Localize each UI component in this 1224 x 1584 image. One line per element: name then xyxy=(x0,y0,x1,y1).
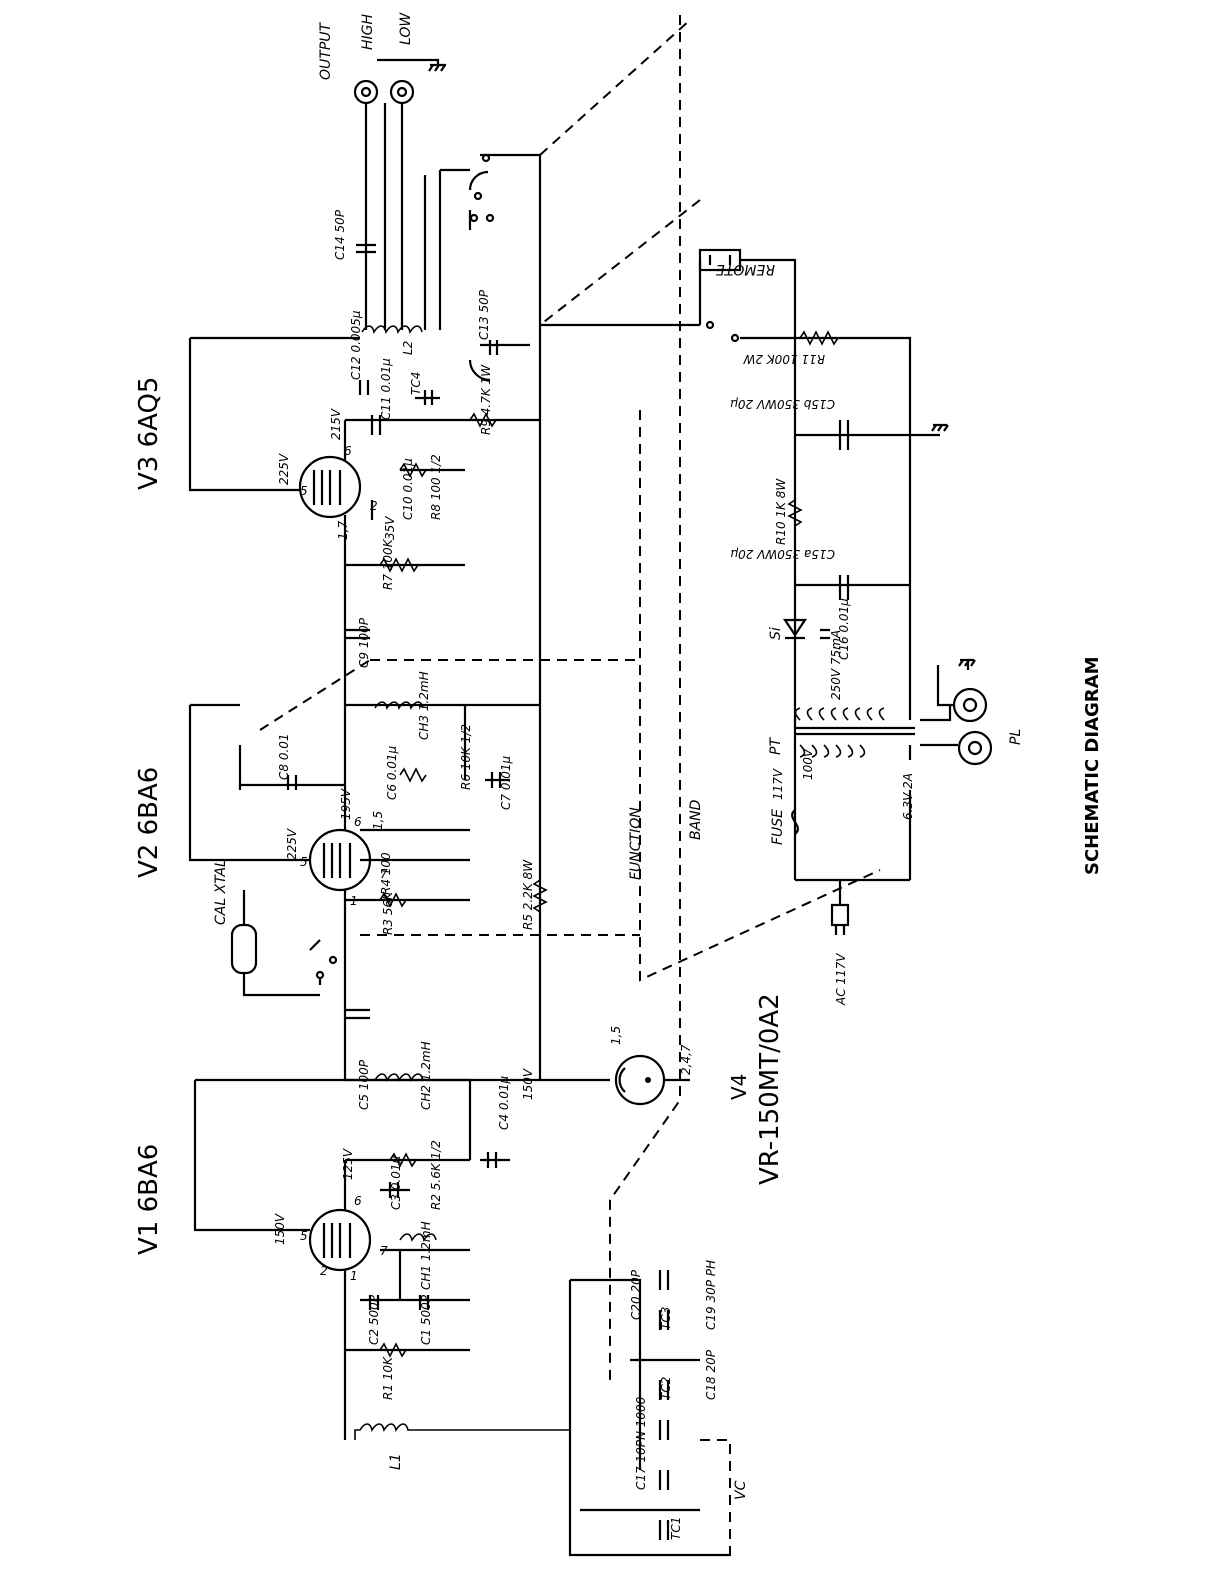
v1-title: V1 6BA6 xyxy=(134,1144,164,1255)
svg-text:OUTPUT: OUTPUT xyxy=(318,21,334,80)
svg-text:R11 100K 2W: R11 100K 2W xyxy=(742,352,825,366)
pilot-lamp-2 xyxy=(957,730,993,766)
svg-text:C17 10PN 1000: C17 10PN 1000 xyxy=(634,1396,648,1490)
svg-text:C8 0.01: C8 0.01 xyxy=(277,733,291,780)
svg-text:TC3: TC3 xyxy=(659,1307,673,1330)
svg-text:R10 1K 8W: R10 1K 8W xyxy=(774,478,788,545)
v3-stage: 5 6 2 1,7 225V 215V 35V C10 0.01μ R8 100… xyxy=(188,289,540,590)
svg-text:6.3V 2A: 6.3V 2A xyxy=(901,773,915,820)
svg-text:C11 0.01μ: C11 0.01μ xyxy=(379,358,393,420)
svg-text:R8 100 1/2: R8 100 1/2 xyxy=(429,454,443,520)
output-jack-low xyxy=(389,79,415,105)
svg-text:125V: 125V xyxy=(341,1148,355,1180)
svg-text:L2: L2 xyxy=(401,341,415,355)
svg-text:VC: VC xyxy=(733,1480,749,1500)
svg-text:7: 7 xyxy=(380,867,388,881)
power-supply: REMOTE R11 100K 2W C15b 350WV 20μ R10 1K… xyxy=(698,248,1024,1006)
svg-text:FUNCTION: FUNCTION xyxy=(628,807,644,880)
svg-text:1,5: 1,5 xyxy=(609,1026,623,1045)
v4-tube xyxy=(614,1054,666,1106)
v1-stage: 5 6 7 1 2 150V 125V C3 0.01μ R2 5.6K 1/2… xyxy=(193,990,570,1470)
svg-text:R5 2.2K 8W: R5 2.2K 8W xyxy=(521,859,535,930)
svg-text:CAL XTAL: CAL XTAL xyxy=(213,859,229,925)
v2-title: V2 6BA6 xyxy=(134,767,164,878)
v4-label: V4 xyxy=(727,1074,751,1100)
svg-text:R4 100: R4 100 xyxy=(379,852,393,895)
svg-text:C13 50P: C13 50P xyxy=(477,289,491,340)
svg-text:C10 0.01μ: C10 0.01μ xyxy=(401,458,415,520)
svg-text:FUSE: FUSE xyxy=(770,809,786,845)
svg-text:LOW: LOW xyxy=(398,12,414,45)
svg-text:TC1: TC1 xyxy=(669,1517,683,1540)
svg-text:HIGH: HIGH xyxy=(360,13,376,50)
svg-text:C18 20P: C18 20P xyxy=(704,1349,718,1400)
svg-text:215V: 215V xyxy=(329,408,343,440)
svg-text:C4 0.01μ: C4 0.01μ xyxy=(497,1075,511,1130)
svg-text:C9 100P: C9 100P xyxy=(357,617,371,668)
svg-text:Si: Si xyxy=(768,627,784,640)
b-plus-rail: R5 2.2K 8W 150V 1,5 2,4,7 xyxy=(345,155,700,1106)
svg-text:R7 100K: R7 100K xyxy=(381,538,395,590)
v1-tube xyxy=(308,1208,372,1272)
svg-text:C6 0.01μ: C6 0.01μ xyxy=(385,745,399,800)
svg-text:5: 5 xyxy=(300,855,308,869)
svg-text:TC4: TC4 xyxy=(409,372,423,395)
svg-text:C20 20P: C20 20P xyxy=(629,1269,643,1320)
v2-stage: 5 6 7 1 1,5 225V 195V C6 0.01μ R4 100 R3… xyxy=(188,565,540,990)
svg-text:6: 6 xyxy=(354,815,362,829)
pilot-lamp-1 xyxy=(952,687,988,723)
cal-xtal-section: CAL XTAL xyxy=(213,859,338,997)
svg-text:100V: 100V xyxy=(801,748,815,780)
v4-type: VR-150MT/0A2 xyxy=(755,993,785,1185)
output-jack-high xyxy=(353,79,379,105)
svg-text:C7 0.01μ: C7 0.01μ xyxy=(499,755,513,810)
cal-xtal xyxy=(230,923,258,975)
svg-text:5: 5 xyxy=(300,484,308,498)
band-section: C20 20P C19 30P PH TC3 C18 20P TC2 C17 1… xyxy=(568,1260,749,1560)
svg-text:PL: PL xyxy=(1008,729,1024,745)
svg-text:TC2: TC2 xyxy=(659,1377,673,1400)
svg-text:2: 2 xyxy=(370,499,378,513)
svg-text:1,7: 1,7 xyxy=(336,521,350,540)
svg-text:R1 10K: R1 10K xyxy=(381,1356,395,1400)
svg-text:C14 50P: C14 50P xyxy=(333,209,347,260)
svg-text:BAND: BAND xyxy=(688,799,704,840)
svg-text:C5 100P: C5 100P xyxy=(357,1059,371,1110)
output-section: OUTPUT HIGH LOW C14 50P xyxy=(318,12,540,330)
switch-gangs: FUNCTION BAND xyxy=(259,15,881,1380)
svg-text:R9 4.7K 1W: R9 4.7K 1W xyxy=(479,364,493,435)
svg-text:C15a 350WV 20μ: C15a 350WV 20μ xyxy=(730,547,835,561)
svg-text:C19 30P PH: C19 30P PH xyxy=(704,1260,718,1330)
svg-text:35V: 35V xyxy=(383,516,397,540)
svg-text:225V: 225V xyxy=(277,453,291,485)
svg-text:CH3 1.2mH: CH3 1.2mH xyxy=(417,671,431,740)
svg-text:R2 5.6K 1/2: R2 5.6K 1/2 xyxy=(429,1140,443,1210)
svg-text:150V: 150V xyxy=(521,1068,535,1100)
svg-text:C3 0.01μ: C3 0.01μ xyxy=(389,1155,403,1210)
svg-text:1: 1 xyxy=(350,1269,358,1283)
svg-text:CH1 1.2mH: CH1 1.2mH xyxy=(419,1221,433,1290)
svg-text:6: 6 xyxy=(354,1194,362,1208)
svg-text:2,4,7: 2,4,7 xyxy=(679,1044,693,1075)
svg-text:250V 75mA: 250V 75mA xyxy=(829,630,843,700)
svg-text:PT: PT xyxy=(768,737,784,755)
svg-text:C1 500P: C1 500P xyxy=(419,1294,433,1345)
svg-text:225V: 225V xyxy=(285,828,299,860)
diagram-title: SCHEMATIC DIAGRAM xyxy=(1082,657,1103,875)
svg-text:5: 5 xyxy=(300,1229,308,1243)
svg-text:AC 117V: AC 117V xyxy=(834,953,848,1006)
svg-text:2: 2 xyxy=(320,1264,328,1278)
svg-text:117V: 117V xyxy=(771,768,785,800)
v3-tube xyxy=(298,455,362,519)
svg-text:6: 6 xyxy=(344,444,352,458)
svg-text:C16 0.01μ: C16 0.01μ xyxy=(837,598,851,660)
svg-text:C12 0.005μ: C12 0.005μ xyxy=(349,310,363,380)
svg-text:C15b 350WV 20μ: C15b 350WV 20μ xyxy=(730,397,835,411)
svg-text:R3 56K: R3 56K xyxy=(381,891,395,935)
svg-text:1,5: 1,5 xyxy=(371,811,385,830)
svg-text:CH2 1.2mH: CH2 1.2mH xyxy=(419,1041,433,1110)
svg-text:L1: L1 xyxy=(388,1453,404,1470)
v3-title: V3 6AQ5 xyxy=(134,377,164,490)
